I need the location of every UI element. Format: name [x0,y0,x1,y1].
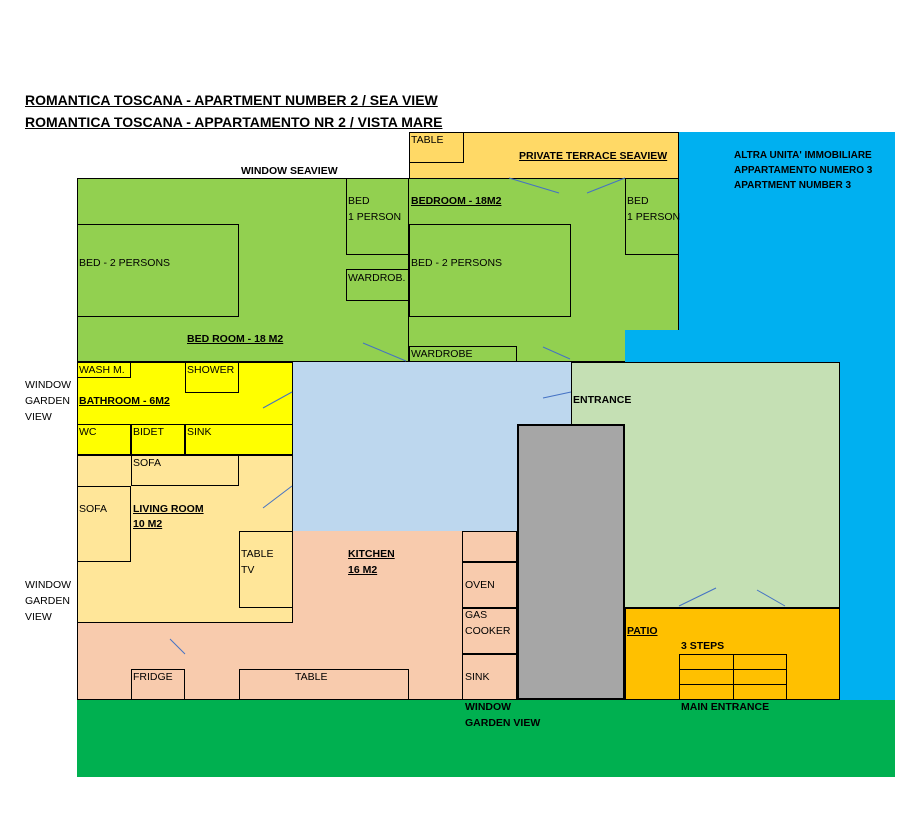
door-line-patio-1 [678,587,717,607]
plan-title-italian: ROMANTICA TOSCANA - APPARTAMENTO NR 2 / … [25,114,443,130]
label-kitchen-sink: SINK [465,671,490,683]
label-wardrobe: WARDROBE [411,348,473,360]
bathroom-sink [185,424,293,455]
door-line-bathroom [262,391,293,409]
label-other-unit-1: ALTRA UNITA' IMMOBILIARE [734,150,872,161]
steps-block [679,654,787,700]
label-wc: WC [79,426,97,438]
kitchen-cabinet [462,531,517,562]
neighbour-notch [625,330,680,363]
door-line-terrace-1 [508,177,560,194]
label-fridge: FRIDGE [133,671,173,683]
label-bed-room-18: BED ROOM - 18 M2 [187,333,284,345]
label-window-garden-view-3: WINDOW GARDEN VIEW [465,701,541,729]
label-other-unit-2: APPARTAMENTO NUMERO 3 [734,165,873,176]
label-sofa-left: SOFA [79,503,108,515]
label-window-seaview: WINDOW SEAVIEW [241,165,338,177]
label-patio: PATIO [627,625,658,637]
gas-cooker [462,608,517,654]
kitchen-lower [77,623,517,700]
label-gas-cooker: GAS COOKER [465,609,511,637]
label-other-unit-3: APARTMENT NUMBER 3 [734,180,852,191]
door-line-bedroom-right [542,346,571,360]
steps-divider [733,655,734,699]
door-line-entrance [542,391,572,399]
label-main-entrance: MAIN ENTRANCE [681,701,770,713]
label-three-steps: 3 STEPS [681,640,725,652]
oven [462,562,517,608]
bed-double-right [409,224,571,317]
label-wash-m: WASH M. [79,364,125,376]
label-living-room-size: 10 M2 [133,518,163,530]
step-line-2 [680,684,786,685]
label-bathroom: BATHROOM - 6M2 [79,395,170,407]
label-window-garden-view-1: WINDOW GARDEN VIEW [25,379,72,423]
bedrooms-area [77,178,679,362]
label-private-terrace: PRIVATE TERRACE SEAVIEW [519,150,668,162]
shower [185,362,239,393]
label-bed-single-right: BED 1 PERSON [627,195,681,223]
label-bed-double-right: BED - 2 PERSONS [411,257,503,269]
staircase [517,424,625,700]
label-window-garden-view-2: WINDOW GARDEN VIEW [25,579,72,623]
bed-single-right [625,178,679,255]
label-bed-single-left: BED 1 PERSON [348,195,402,223]
door-line-kitchen [169,638,186,655]
label-bed-double-left: BED - 2 PERSONS [79,257,171,269]
door-line-living [262,485,293,509]
fridge [131,669,185,700]
living-room [77,455,293,623]
washing-machine [77,362,131,378]
bed-double-left [77,224,239,317]
door-line-terrace-2 [586,177,626,194]
label-kitchen-table: TABLE [295,671,328,683]
label-bedroom-18: BEDROOM - 18M2 [411,195,502,207]
label-bidet: BIDET [133,426,164,438]
bidet [131,424,185,455]
label-entrance: ENTRANCE [573,394,632,406]
door-line-patio-2 [756,589,786,607]
plan-title-english: ROMANTICA TOSCANA - APARTMENT NUMBER 2 /… [25,92,438,108]
label-wardrob: WARDROB. [348,272,406,284]
garden [77,700,895,777]
label-living-room: LIVING ROOM [133,503,204,515]
label-terrace-table: TABLE [411,134,444,146]
wardrobe [409,346,517,362]
sofa-top [131,455,239,486]
step-line-1 [680,669,786,670]
kitchen-sink [462,654,517,700]
label-table-tv: TABLE TV [241,548,274,576]
terrace-table [409,132,464,163]
label-kitchen: KITCHEN [348,548,395,560]
table-tv [239,531,293,608]
label-kitchen-size: 16 M2 [348,564,378,576]
label-oven: OVEN [465,579,495,591]
wc [77,424,131,455]
label-sofa-top: SOFA [133,457,162,469]
label-bathroom-sink: SINK [187,426,212,438]
sofa-left [77,486,131,562]
label-shower: SHOWER [187,364,235,376]
door-line-bedroom-left [362,342,407,362]
kitchen-table [239,669,409,700]
bedroom-divider-wall [408,178,409,362]
